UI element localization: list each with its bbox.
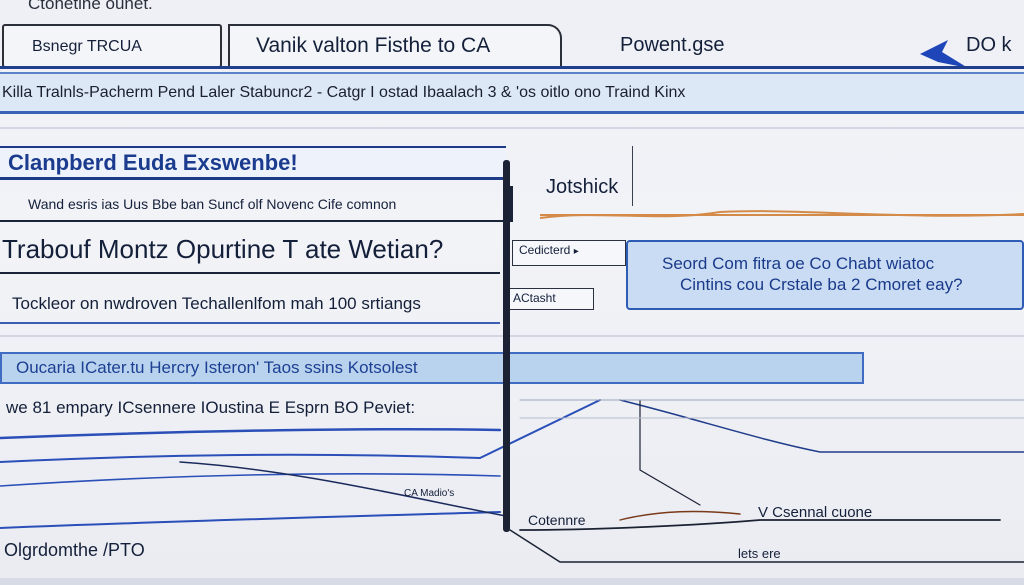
banner-text: Oucaria ICater.tu Hercry Isteron' Taos s… [16,358,418,377]
context-box[interactable]: Cedicterd ▸ [512,240,626,266]
flow-line [509,529,1024,563]
footer-bar [0,578,1024,585]
callout-panel [626,240,1024,310]
corner-label[interactable]: DO k [966,34,1012,56]
section-title: Clanpberd Euda Exswenbe! [8,150,298,175]
blue-banner [0,352,864,384]
tab-active-label: Vanik valton Fisthe to CA [256,34,491,57]
subline-box [0,186,513,222]
tab-first-label: Bsnegr TRCUA [32,38,142,55]
thin-divider [632,146,633,206]
body-divider [0,322,500,324]
flow-line [0,428,502,440]
body-text: Tockleor on nwdroven Techallenlfom mah 1… [12,294,421,313]
callout-line-2: Cintins cou Crstale ba 2 Cmoret eay? [680,275,963,294]
rule-wave [539,210,1024,219]
action-box[interactable]: ACtasht [506,288,594,310]
action-box-label: ACtasht [513,291,556,305]
main-heading: Trabouf Montz Opurtine T ate Wetian? [2,234,444,264]
section-title-box [0,146,506,180]
callout-line-1: Seord Com fitra oe Co Chabt wiatoc [662,254,935,273]
flow-line [619,510,741,521]
tab-third[interactable]: Powent.gse [620,34,725,56]
corner-arrow-icon[interactable] [918,38,970,72]
flow-line [179,461,507,517]
diagram-label: V Csennal cuone [758,504,873,521]
diagram-label: CA Madio's [404,488,455,499]
top-caption: Ctohetine ounet. [28,0,153,13]
diagram-label: Cotennre [528,512,586,528]
flow-line [0,399,601,463]
list-line: we 81 empary ICsennere IOustina E Esprn … [6,398,416,417]
flow-line [619,399,1024,453]
breadcrumb-bar [0,72,1024,114]
flow-line [639,399,701,506]
tab-active[interactable]: Vanik valton Fisthe to CA [228,24,562,68]
breadcrumb[interactable]: Killa Tralnls-Pacherm Pend Laler Stabunc… [2,84,686,101]
section-subline: Wand esris ias Uus Bbe ban Suncf olf Nov… [28,196,397,212]
flow-line [0,511,501,529]
right-panel-title: Jotshick [546,176,619,198]
heading-divider [0,272,500,274]
diagram-label: lets ere [738,546,781,561]
bottom-label: Olgrdomthe /PTO [4,540,145,560]
vertical-divider [503,160,510,532]
chevron-right-icon: ▸ [573,246,579,257]
header-divider [0,66,1024,69]
right-panel-rule [540,214,1024,216]
flow-line [519,519,1001,531]
context-box-label: Cedicterd [519,243,571,257]
flow-line [0,473,501,487]
